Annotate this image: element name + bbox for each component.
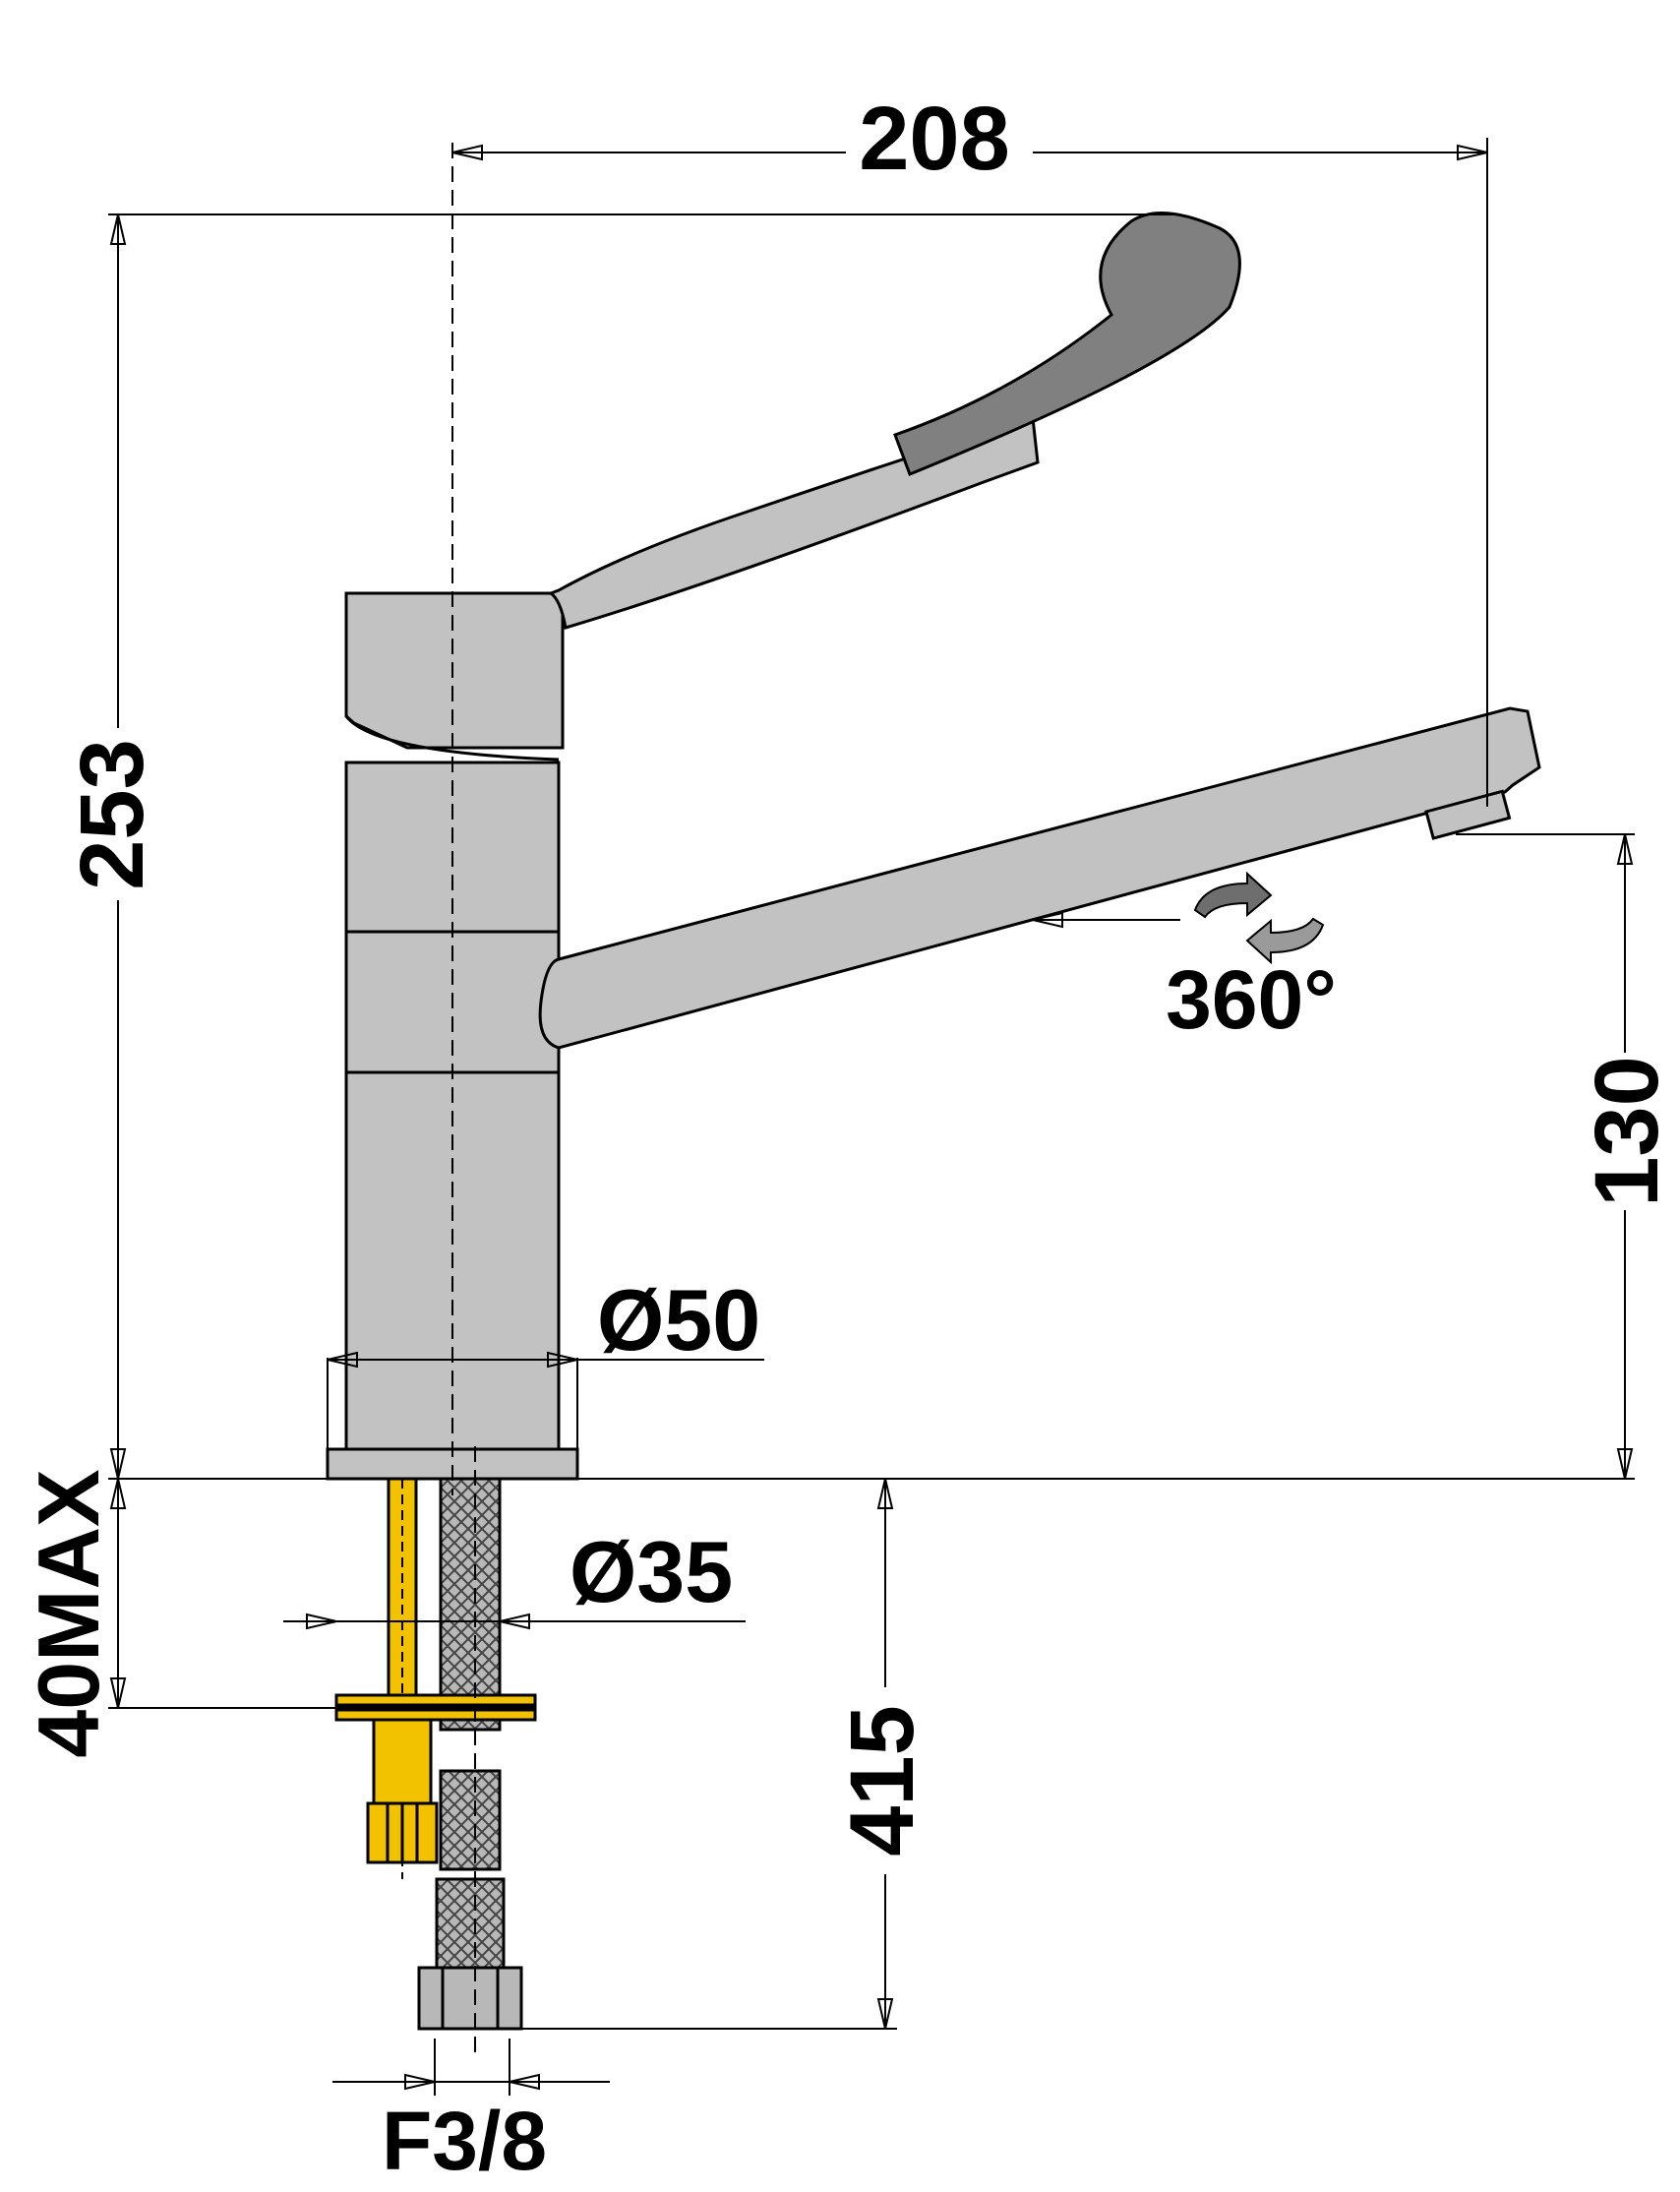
- dim-body-diameter: Ø50: [597, 1271, 760, 1369]
- dim-total-height: 253: [62, 739, 162, 890]
- rotation-arrows-icon: [1193, 871, 1325, 965]
- dimension-lines: [108, 138, 1635, 2096]
- rotation-label: 360°: [1166, 953, 1337, 1046]
- brass-nut: [372, 1718, 433, 1805]
- dim-hose-length: 415: [832, 1705, 932, 1857]
- spout: [538, 706, 1541, 1050]
- center-lines: [451, 143, 476, 2056]
- arrowheads: [109, 144, 1634, 2091]
- mounting-hardware: [334, 1477, 537, 2031]
- hose-nut: [417, 1966, 523, 2031]
- lever-grip: [893, 212, 1241, 476]
- cartridge-cap: [344, 591, 565, 750]
- braided-hose: [439, 1477, 502, 1732]
- dim-hole-diameter: Ø35: [570, 1523, 733, 1620]
- faucet-body: [326, 212, 1541, 1481]
- dim-spout-reach: 208: [859, 89, 1010, 189]
- dim-spout-height: 130: [1577, 1056, 1677, 1207]
- dim-connection-thread: F3/8: [382, 2095, 547, 2187]
- aerator: [1424, 789, 1512, 840]
- dim-deck-thickness: 40MAX: [20, 1469, 117, 1757]
- hose-ferrule: [435, 1877, 506, 1970]
